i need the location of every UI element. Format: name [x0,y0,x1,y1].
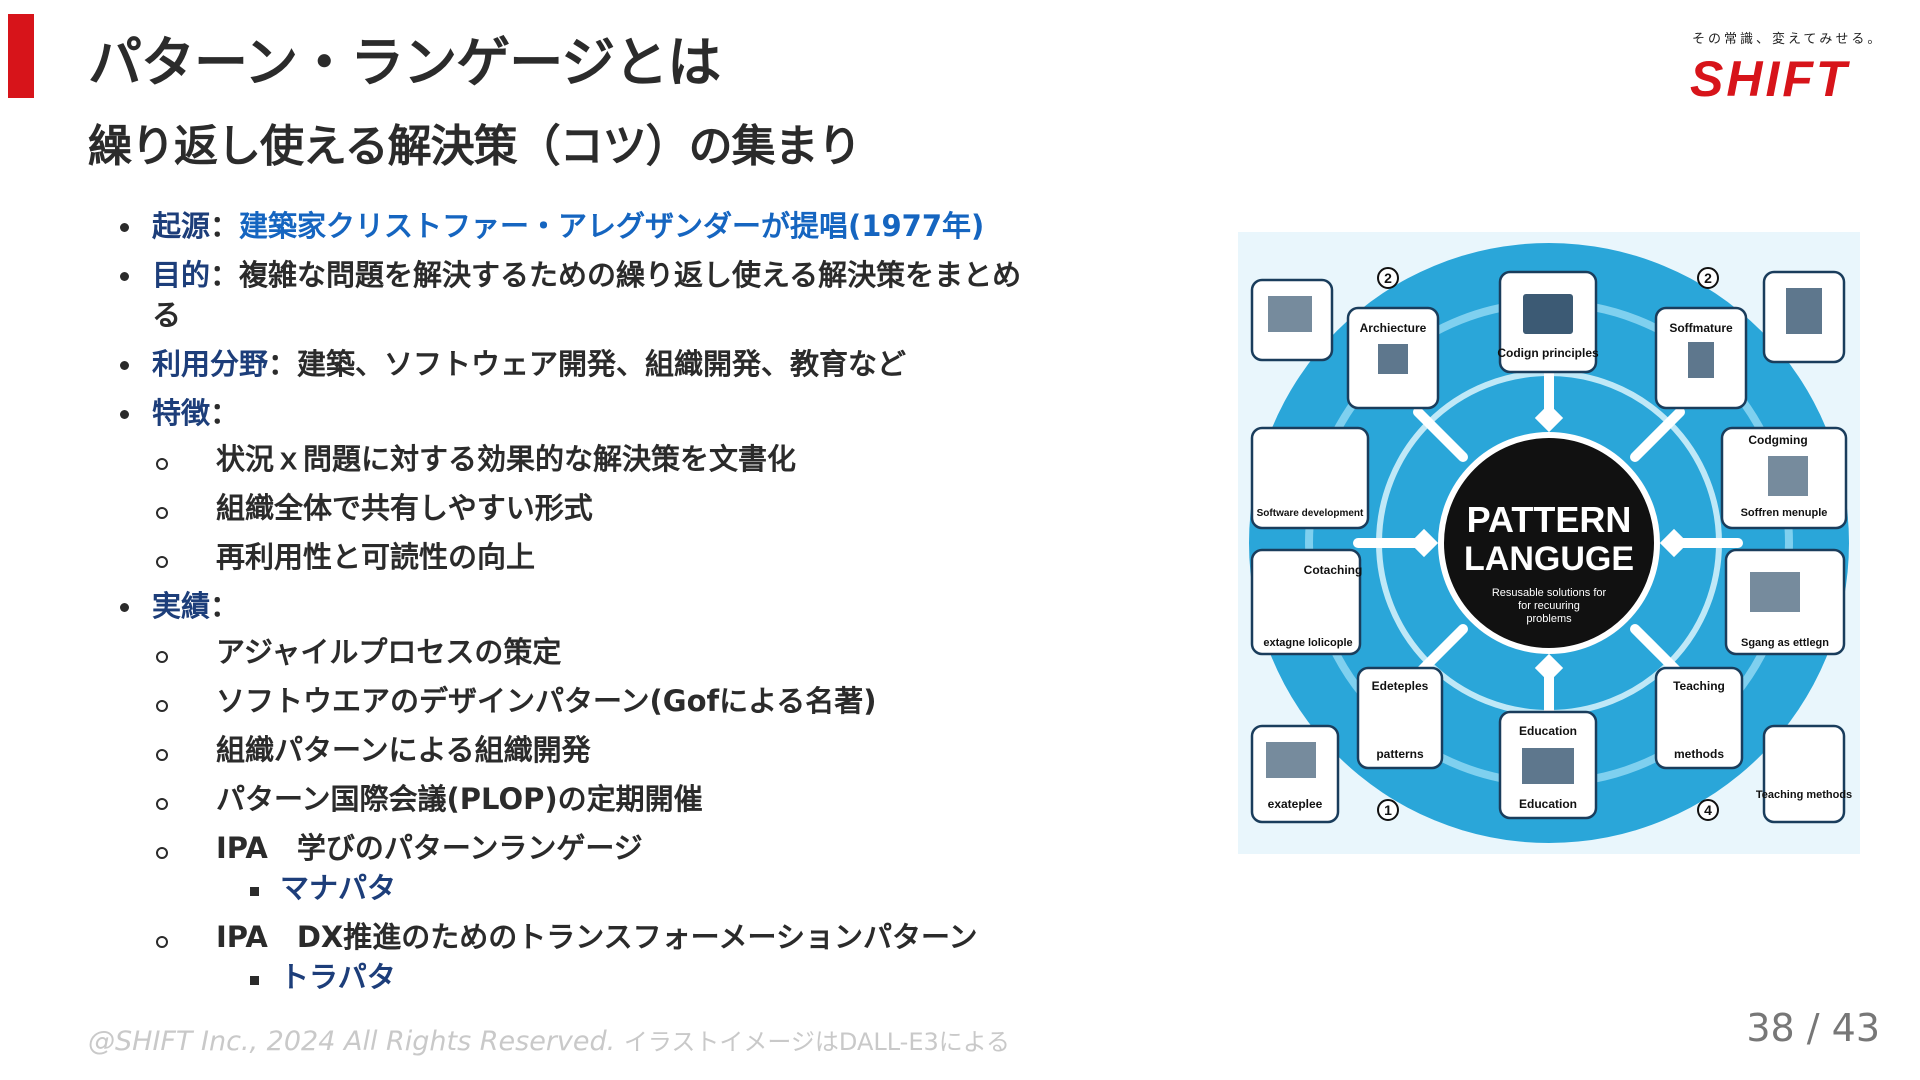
illus-node-label: exateplee [1268,797,1323,811]
bullet-results: 実績： アジャイルプロセスの策定 ソフトウエアのデザインパターン(Gofによる名… [112,586,1032,997]
illus-caption-2: for recuuring [1518,600,1580,612]
list-item-text: アジャイルプロセスの策定 [216,635,562,669]
illus-node-label: patterns [1376,747,1424,761]
illus-node-label: Archiecture [1360,321,1427,335]
illus-caption-1: Resusable solutions for [1492,587,1607,599]
illus-node-label: Teaching methods [1756,789,1852,801]
bullet-key: 特徴 [152,396,211,430]
illus-node-label: methods [1674,747,1724,761]
bullet-key: 利用分野 [152,347,269,381]
list-item: 状況ｘ問題に対する効果的な解決策を文書化 [152,439,1032,479]
manapata-sublist: マナパタ [216,868,1032,908]
title-accent-bar [8,14,34,98]
list-item-text: パターン国際会議(PLOP)の定期開催 [216,782,703,816]
illus-node-label: Sgang as ettlegn [1741,637,1829,649]
list-item: IPA DX推進のためのトランスフォーメーションパターン トラパタ [152,917,1032,997]
illus-node-label: Cotaching [1304,563,1363,577]
illus-center-line2: LANGUGE [1464,540,1634,578]
illus-node-label: Soffren menuple [1741,507,1828,519]
logo-tagline: その常識、変えてみせる。 [1692,32,1884,47]
illustration-note: イラストイメージはDALL-E3による [623,1028,1011,1056]
list-item: アジャイルプロセスの策定 [152,632,1032,672]
bullet-content: 起源：建築家クリストファー・アレグザンダーが提唱(1977年) 目的：複雑な問題… [112,206,1032,1006]
bullet-purpose-text: 複雑な問題を解決するための繰り返し使える解決策をまとめる [152,258,1022,332]
illus-node-label: Education [1519,797,1577,811]
list-item-text: IPA 学びのパターンランゲージ [216,831,643,865]
page-title: パターン・ランゲージとは [88,31,721,94]
illus-number: 2 [1704,270,1712,286]
illus-node-label: Codign principles [1497,346,1599,360]
list-item-text: 組織パターンによる組織開発 [216,733,591,767]
bullet-fields-text: 建築、ソフトウェア開発、組織開発、教育など [297,347,907,381]
bullet-key: 起源 [152,209,211,243]
illus-node-label: Teaching [1673,679,1725,693]
copyright-text: @SHIFT Inc., 2024 All Rights Reserved. [88,1026,616,1057]
results-sublist: アジャイルプロセスの策定 ソフトウエアのデザインパターン(Gofによる名著) 組… [152,632,1032,997]
bullet-list: 起源：建築家クリストファー・アレグザンダーが提唱(1977年) 目的：複雑な問題… [112,206,1032,997]
illus-node-label: Education [1519,724,1577,738]
shift-logo: SHIFT [1690,51,1851,106]
illus-node-label: Edeteples [1372,679,1429,693]
page-total: 43 [1831,1006,1880,1050]
list-item: 再利用性と可読性の向上 [152,537,1032,577]
bullet-sep: ： [268,347,298,381]
bullet-sep: ： [210,209,240,243]
bullet-features: 特徴： 状況ｘ問題に対する効果的な解決策を文書化 組織全体で共有しやすい形式 再… [112,393,1032,577]
list-item-text: IPA DX推進のためのトランスフォーメーションパターン [216,920,978,954]
link-torapata[interactable]: トラパタ [216,957,1032,997]
list-item: 組織パターンによる組織開発 [152,730,1032,770]
bullet-key: 実績 [152,589,211,623]
illus-number: 4 [1704,802,1712,818]
page-number: 38 / 43 [1746,1006,1880,1050]
bullet-sep: ： [210,258,240,292]
page-current: 38 [1746,1006,1795,1050]
bullet-purpose: 目的：複雑な問題を解決するための繰り返し使える解決策をまとめる [112,255,1032,335]
list-item: IPA 学びのパターンランゲージ マナパタ [152,828,1032,908]
bullet-sep: ： [210,589,240,623]
illus-number: 2 [1384,270,1392,286]
illus-node-label: Software development [1257,508,1364,519]
list-item: パターン国際会議(PLOP)の定期開催 [152,779,1032,819]
illus-node-label: Codgming [1748,433,1807,447]
illus-node-label: Soffmature [1669,321,1733,335]
illus-caption-3: problems [1526,613,1572,625]
illus-center-line1: PATTERN [1467,499,1632,540]
bullet-fields: 利用分野：建築、ソフトウェア開発、組織開発、教育など [112,344,1032,384]
footer-copyright: @SHIFT Inc., 2024 All Rights Reserved. イ… [88,1022,1010,1057]
bullet-origin-text: 建築家クリストファー・アレグザンダーが提唱(1977年) [239,209,985,243]
list-item-text: ソフトウエアのデザインパターン(Gofによる名著) [216,684,877,718]
list-item: 組織全体で共有しやすい形式 [152,488,1032,528]
list-item: ソフトウエアのデザインパターン(Gofによる名著) [152,681,1032,721]
torapata-sublist: トラパタ [216,957,1032,997]
features-sublist: 状況ｘ問題に対する効果的な解決策を文書化 組織全体で共有しやすい形式 再利用性と… [152,439,1032,577]
page-subtitle: 繰り返し使える解決策（コツ）の集まり [88,121,862,172]
page-sep: / [1794,1006,1832,1050]
illus-number: 1 [1384,802,1392,818]
shift-wordmark: SHIFT [1690,51,1851,106]
bullet-sep: ： [210,396,240,430]
illus-node-label: extagne lolicople [1263,637,1352,649]
bullet-origin: 起源：建築家クリストファー・アレグザンダーが提唱(1977年) [112,206,1032,246]
link-manapata[interactable]: マナパタ [216,868,1032,908]
bullet-key: 目的 [152,258,211,292]
pattern-language-illustration: PATTERN LANGUGE Resusable solutions for … [1238,232,1860,854]
